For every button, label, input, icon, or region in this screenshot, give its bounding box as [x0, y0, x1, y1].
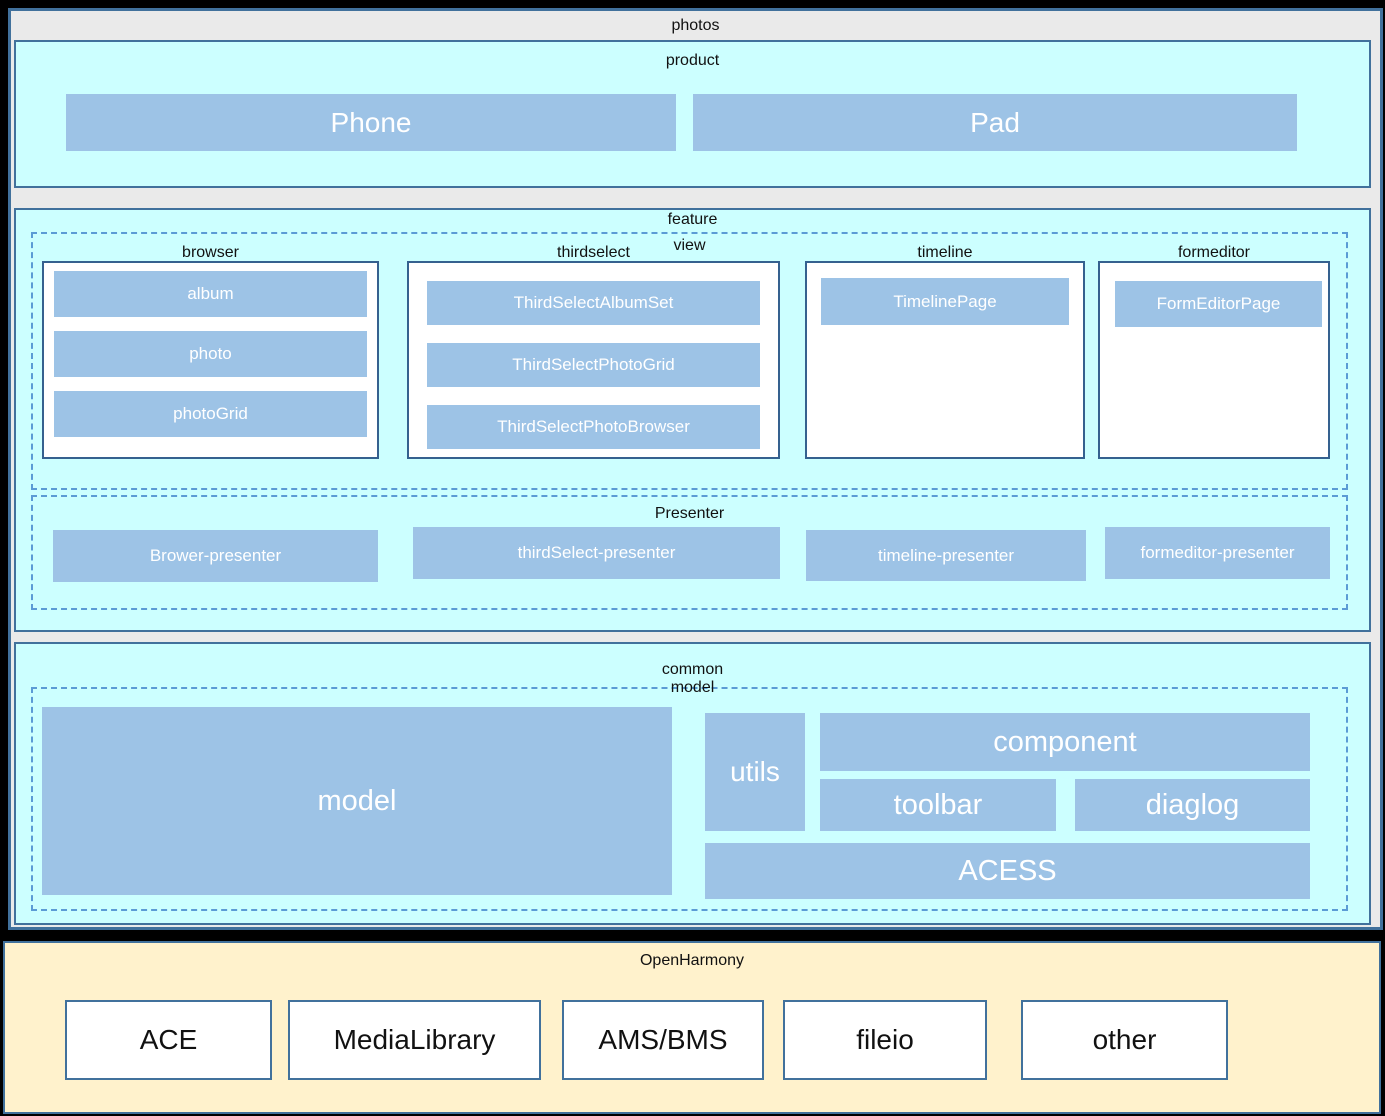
album-block: album — [54, 271, 367, 317]
feature-label: feature — [667, 211, 718, 228]
browser-label: browser — [182, 244, 239, 261]
timeline-box: TimelinePage — [805, 261, 1085, 459]
timeline-label: timeline — [917, 244, 973, 261]
photo-block: photo — [54, 331, 367, 377]
thirdselect-label: thirdselect — [557, 244, 630, 261]
model-group: model utils component toolbar diaglog AC… — [31, 687, 1348, 911]
photogrid-block: photoGrid — [54, 391, 367, 437]
photos-label: photos — [671, 17, 720, 34]
diaglog-block: diaglog — [1075, 779, 1310, 831]
ace-block: ACE — [65, 1000, 272, 1080]
formeditor-label: formeditor — [1177, 244, 1251, 261]
timeline-presenter-block: timeline-presenter — [806, 530, 1086, 581]
pad-block: Pad — [693, 94, 1297, 151]
product-label: product — [665, 52, 720, 69]
timelinepage-block: TimelinePage — [821, 278, 1069, 325]
browser-presenter-block: Brower-presenter — [53, 530, 378, 582]
acess-block: ACESS — [705, 843, 1310, 899]
feature-section: feature view browser album photo photoGr… — [14, 208, 1371, 632]
presenter-label: Presenter — [654, 505, 725, 522]
common-section: model utils component toolbar diaglog AC… — [14, 642, 1371, 925]
browser-box: album photo photoGrid — [42, 261, 379, 459]
phone-block: Phone — [66, 94, 676, 151]
ams-bms-block: AMS/BMS — [562, 1000, 764, 1080]
component-block: component — [820, 713, 1310, 771]
utils-block: utils — [705, 713, 805, 831]
common-label: common — [661, 661, 724, 678]
openharmony-label: OpenHarmony — [639, 952, 745, 969]
thirdselect-box: ThirdSelectAlbumSet ThirdSelectPhotoGrid… — [407, 261, 780, 459]
thirdselect-photobrowser-block: ThirdSelectPhotoBrowser — [427, 405, 760, 449]
model-label: model — [670, 679, 715, 696]
thirdselect-photogrid-block: ThirdSelectPhotoGrid — [427, 343, 760, 387]
fileio-block: fileio — [783, 1000, 987, 1080]
photos-container: photos product Phone Pad feature view br… — [8, 8, 1383, 930]
view-label: view — [673, 237, 706, 254]
toolbar-block: toolbar — [820, 779, 1056, 831]
thirdselect-albumset-block: ThirdSelectAlbumSet — [427, 281, 760, 325]
view-group: view browser album photo photoGrid third… — [31, 232, 1348, 490]
thirdselect-presenter-block: thirdSelect-presenter — [413, 527, 780, 579]
product-section: product Phone Pad — [14, 40, 1371, 188]
formeditor-box: FormEditorPage — [1098, 261, 1330, 459]
other-block: other — [1021, 1000, 1228, 1080]
formeditor-presenter-block: formeditor-presenter — [1105, 527, 1330, 579]
model-block: model — [42, 707, 672, 895]
formeditorpage-block: FormEditorPage — [1115, 281, 1322, 327]
openharmony-section: OpenHarmony ACE MediaLibrary AMS/BMS fil… — [3, 941, 1381, 1114]
medialibrary-block: MediaLibrary — [288, 1000, 541, 1080]
presenter-group: Presenter Brower-presenter thirdSelect-p… — [31, 495, 1348, 610]
